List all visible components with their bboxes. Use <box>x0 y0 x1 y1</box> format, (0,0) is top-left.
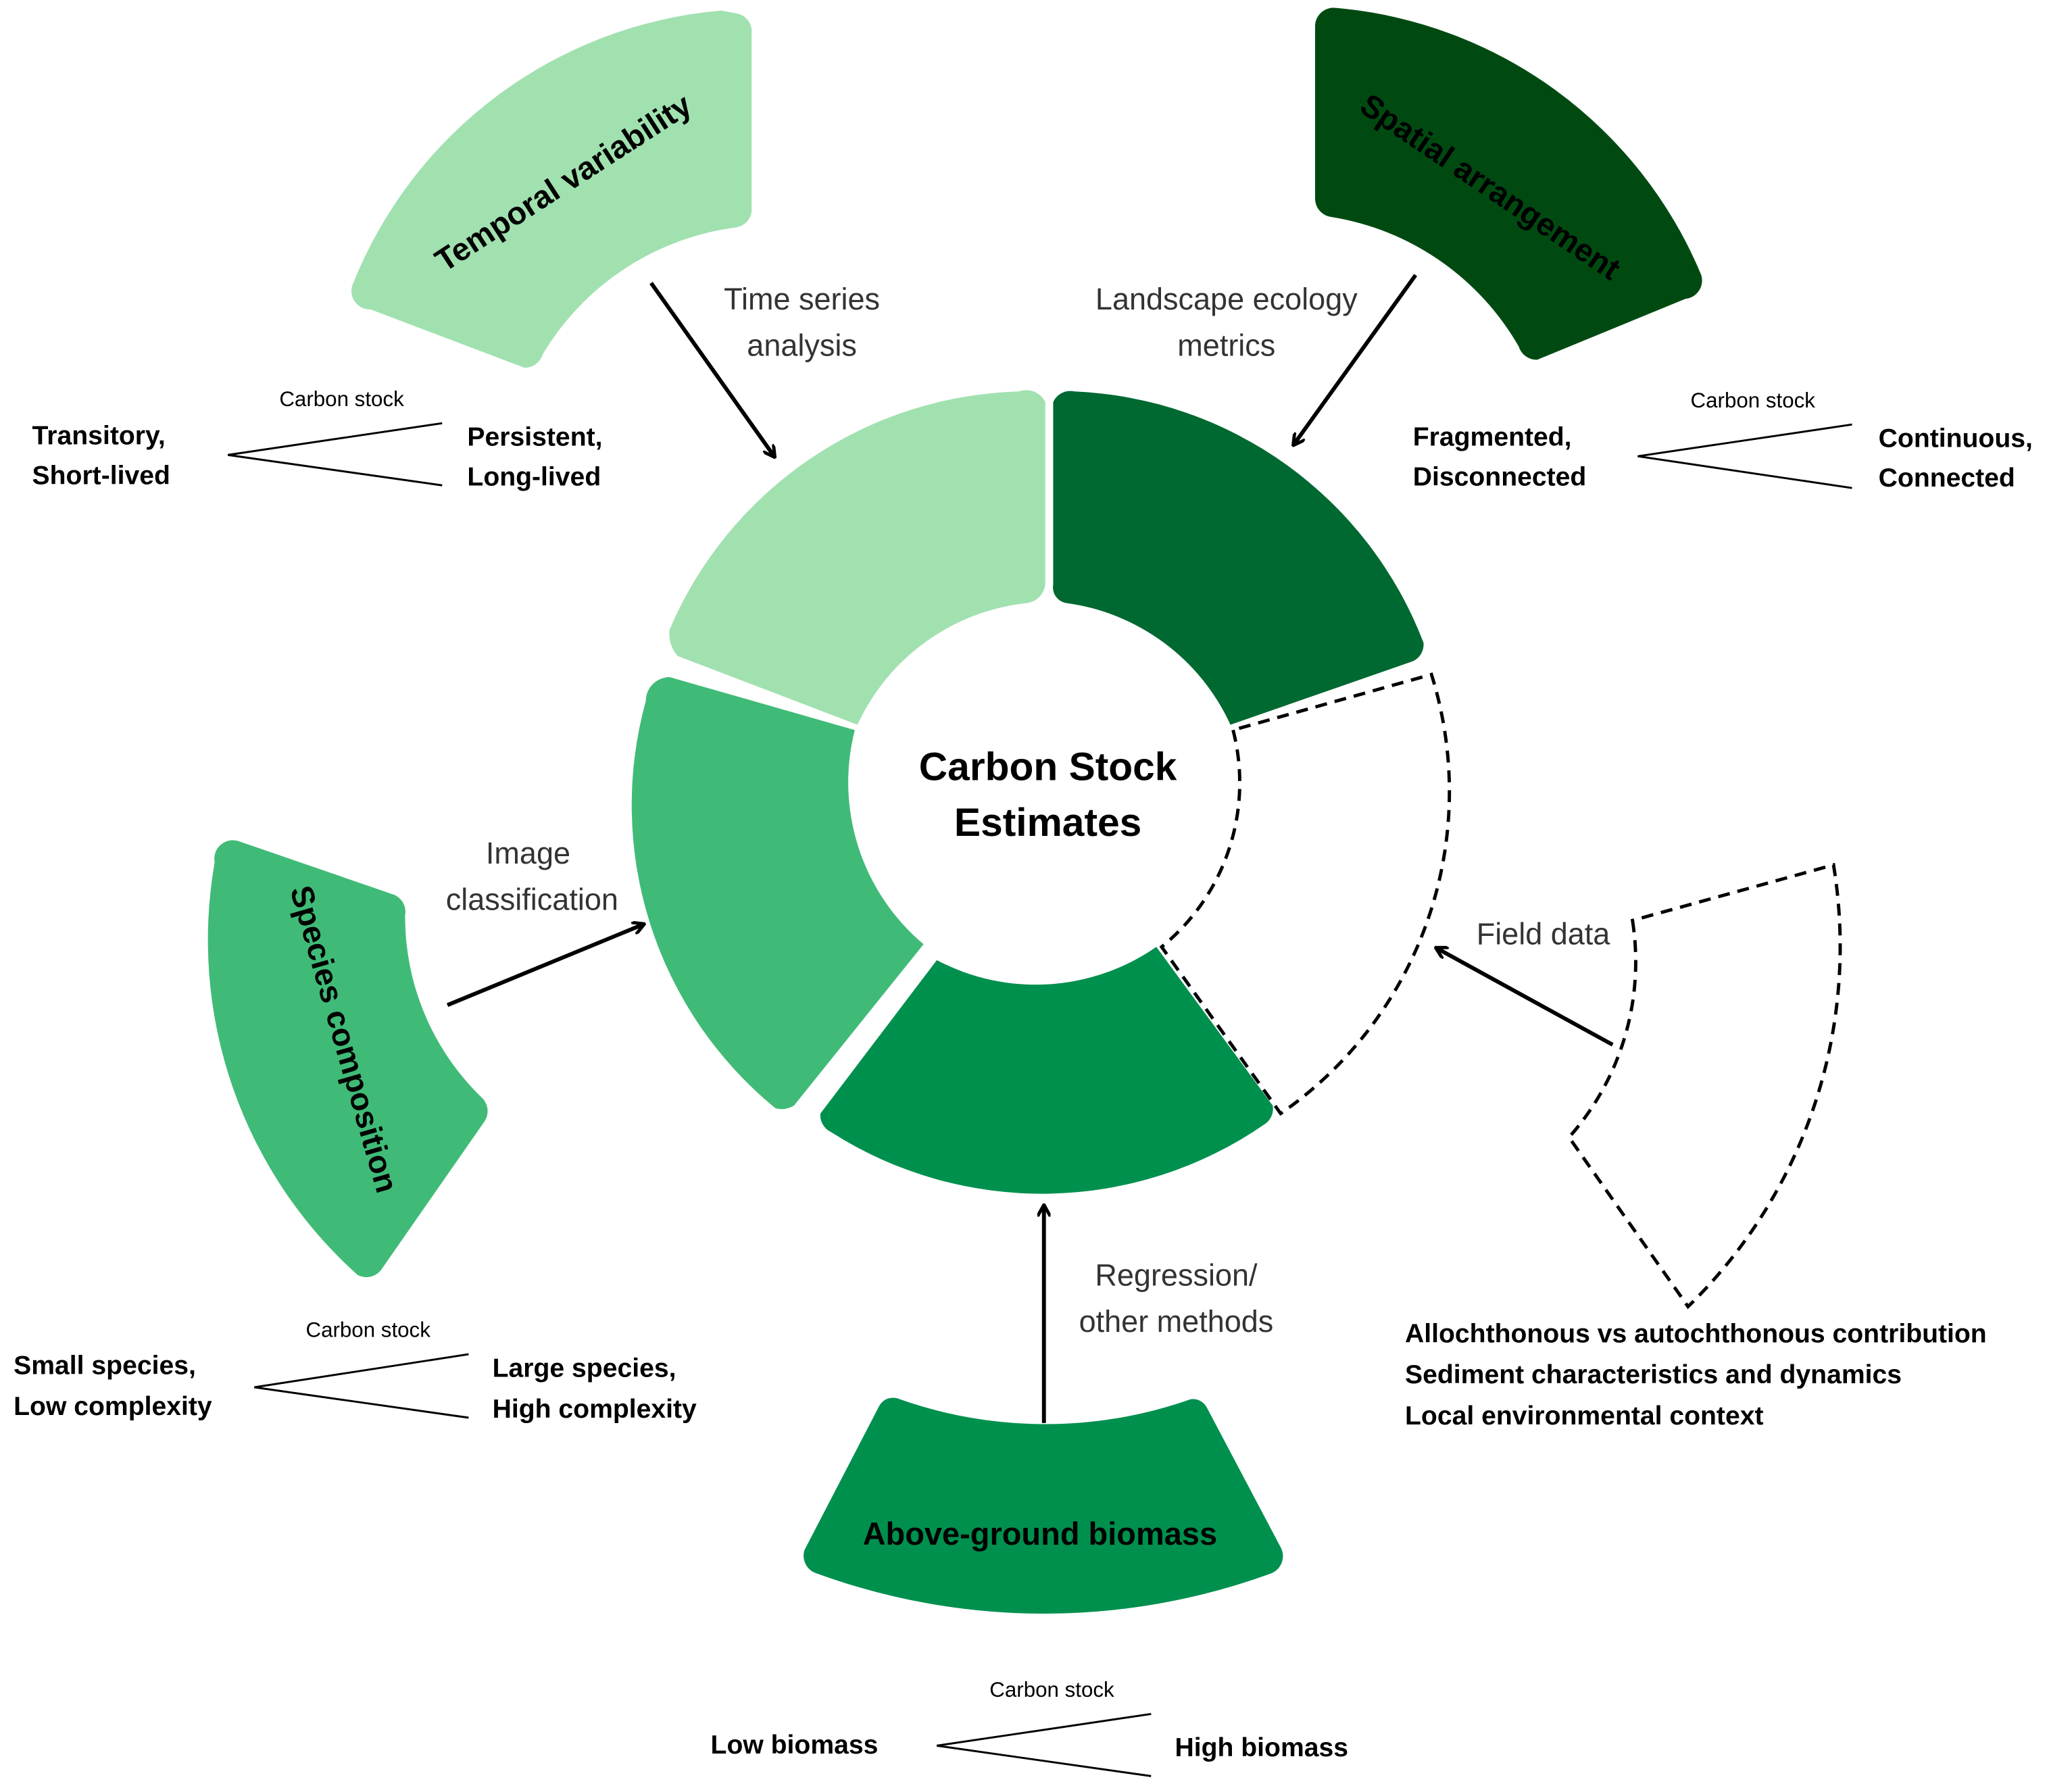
arrow-species <box>446 924 643 1008</box>
scale-biomass-low: Low biomass <box>711 1731 879 1760</box>
ring-segment-species <box>631 677 924 1110</box>
arrow-temporal <box>649 282 774 456</box>
scale-biomass-header: Carbon stock <box>989 1678 1114 1702</box>
method-temporal-line2: analysis <box>747 328 857 362</box>
method-temporal-line1: Time series <box>724 282 880 316</box>
factor-temporal: Temporal variability <box>351 10 752 368</box>
factor-species: Species composition <box>207 840 488 1278</box>
scale-temporal-high-2: Long-lived <box>467 462 601 491</box>
method-spatial-line2: metrics <box>1177 328 1275 362</box>
scale-species-high-2: High complexity <box>493 1395 697 1424</box>
scale-species-low-1: Small species, <box>14 1351 196 1380</box>
factor-field <box>1567 862 1842 1310</box>
scale-spatial-header: Carbon stock <box>1691 389 1816 412</box>
scale-species-low-2: Low complexity <box>14 1392 212 1421</box>
scale-biomass: Carbon stock Low biomass High biomass <box>711 1678 1348 1777</box>
scale-temporal-wedge <box>227 422 443 487</box>
species-composition-block <box>207 840 488 1278</box>
scale-temporal-high-1: Persistent, <box>467 423 602 452</box>
ring-segment-spatial <box>1053 391 1424 725</box>
scale-temporal-low-1: Transitory, <box>32 422 166 451</box>
factor-biomass: Above-ground biomass <box>804 1397 1283 1614</box>
scale-species: Carbon stock Small species, Low complexi… <box>14 1318 697 1424</box>
method-field: Field data <box>1477 916 1611 951</box>
scale-spatial-high-1: Continuous, <box>1879 424 2033 453</box>
scale-species-high-1: Large species, <box>493 1354 676 1383</box>
scale-temporal: Carbon stock Transitory, Short-lived Per… <box>32 387 603 491</box>
scale-spatial: Carbon stock Fragmented, Disconnected Co… <box>1413 389 2033 493</box>
scale-spatial-low-1: Fragmented, <box>1413 423 1572 452</box>
ring-segment-field <box>1159 672 1452 1116</box>
field-note-3: Local environmental context <box>1405 1401 1763 1431</box>
above-ground-biomass-title: Above-ground biomass <box>863 1516 1218 1551</box>
method-biomass-line2: other methods <box>1079 1304 1274 1339</box>
above-ground-biomass-block <box>804 1397 1283 1614</box>
spatial-arrangement-block <box>1314 7 1702 360</box>
factor-spatial: Spatial arrangement <box>1314 7 1702 360</box>
temporal-variability-block <box>351 10 752 368</box>
method-spatial-line1: Landscape ecology <box>1095 282 1358 316</box>
scale-spatial-low-2: Disconnected <box>1413 462 1587 491</box>
scale-biomass-wedge <box>937 1712 1152 1777</box>
method-species-line1: Image <box>486 836 570 870</box>
method-species-line2: classification <box>446 882 618 916</box>
field-data-block <box>1567 862 1842 1310</box>
field-note-2: Sediment characteristics and dynamics <box>1405 1360 1902 1389</box>
center-title-line1: Carbon Stock <box>919 745 1177 789</box>
arrow-spatial <box>1294 274 1418 445</box>
field-notes: Allochthonous vs autochthonous contribut… <box>1405 1319 1987 1430</box>
scale-temporal-low-2: Short-lived <box>32 461 170 490</box>
center-title-line2: Estimates <box>954 801 1141 845</box>
scale-temporal-header: Carbon stock <box>279 387 404 411</box>
scale-spatial-high-2: Connected <box>1879 464 2015 493</box>
field-note-1: Allochthonous vs autochthonous contribut… <box>1405 1319 1987 1348</box>
ring-segment-temporal <box>669 390 1045 725</box>
method-biomass-line1: Regression/ <box>1095 1258 1258 1292</box>
scale-spatial-wedge <box>1637 423 1852 489</box>
scale-biomass-high: High biomass <box>1175 1733 1348 1762</box>
scale-species-wedge <box>254 1353 469 1419</box>
center-ring <box>631 390 1452 1194</box>
scale-species-header: Carbon stock <box>305 1318 430 1342</box>
ring-segment-biomass <box>820 947 1273 1194</box>
arrow-field <box>1437 948 1614 1047</box>
